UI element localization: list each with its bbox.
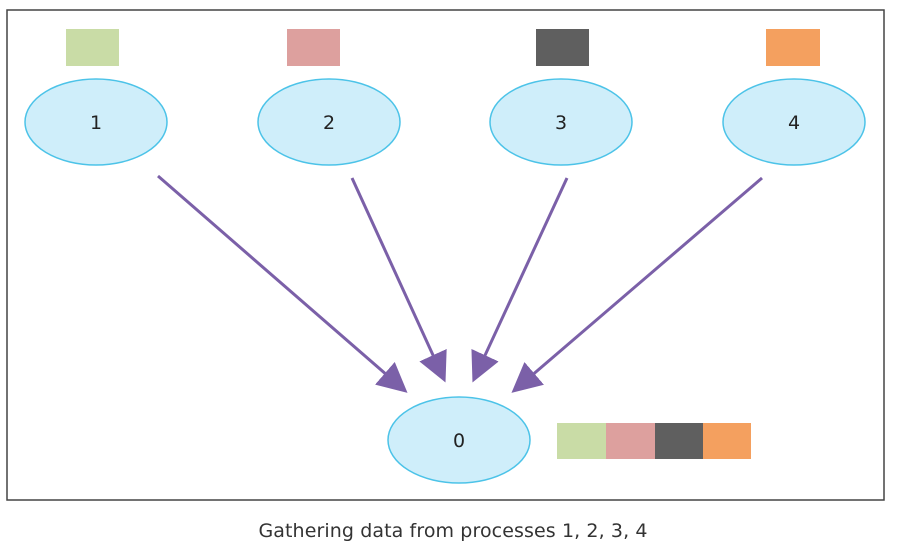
root-label: 0 [453,430,465,452]
gathered-block-3 [655,423,703,459]
gathered-block-1 [557,423,606,459]
process-4-label: 4 [788,112,800,134]
gather-diagram: 1 2 3 4 0 [6,9,885,501]
root-ellipse [387,396,531,484]
root-node: 0 [387,396,531,484]
arrow-1-to-0 [157,174,408,393]
process-1-label: 1 [90,112,102,134]
arrows [157,174,763,393]
gathered-block-2 [606,423,655,459]
process-1-data-block [66,29,119,66]
process-2-data-block [287,29,340,66]
process-3-label: 3 [555,112,567,134]
process-2-label: 2 [323,112,335,134]
gathered-block-4 [703,423,751,459]
arrow-3-to-0 [471,177,569,383]
arrow-4-to-0 [511,176,763,393]
process-node-2: 2 [257,29,401,166]
process-node-4: 4 [722,29,866,166]
process-node-3: 3 [489,29,633,166]
process-4-ellipse [722,78,866,166]
gathered-data-blocks [557,423,751,459]
process-node-1: 1 [24,29,168,166]
process-1-ellipse [24,78,168,166]
process-2-ellipse [257,78,401,166]
process-4-data-block [766,29,820,66]
diagram-caption: Gathering data from processes 1, 2, 3, 4 [258,520,648,542]
arrow-2-to-0 [350,177,447,383]
process-3-data-block [536,29,589,66]
process-3-ellipse [489,78,633,166]
